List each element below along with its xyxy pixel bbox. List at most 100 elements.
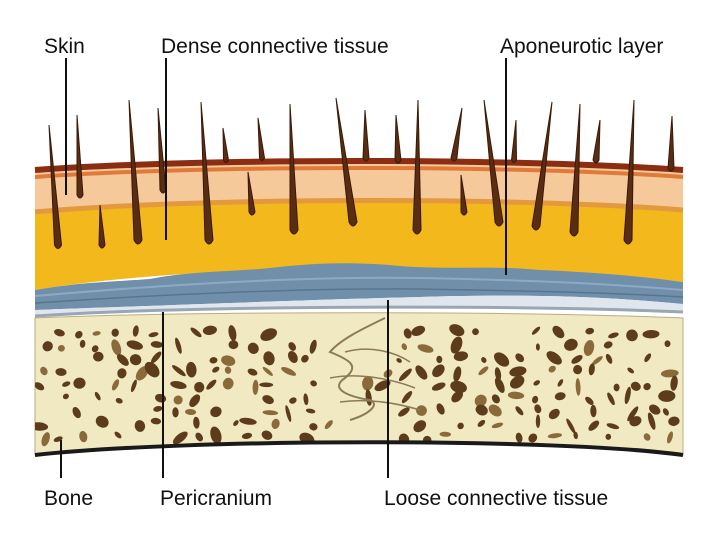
bone-pore xyxy=(94,391,101,401)
bone-pore xyxy=(114,431,122,439)
bone-pore xyxy=(548,365,556,373)
bone-pore xyxy=(626,329,638,342)
bone-pore xyxy=(79,339,86,348)
bone-pore xyxy=(642,329,660,339)
bone-pore xyxy=(93,351,104,362)
bone-pore xyxy=(309,423,318,431)
hair-shafts xyxy=(48,97,675,249)
bone-pore xyxy=(411,325,426,336)
bone-pore xyxy=(262,395,274,405)
bone-pore xyxy=(132,325,139,337)
bone-pore xyxy=(547,433,563,439)
bone-pore xyxy=(247,342,259,354)
hair-shaft xyxy=(592,119,601,164)
bone-pore xyxy=(608,332,619,339)
bone-pore xyxy=(607,392,615,406)
bone-pore xyxy=(431,382,446,391)
bone-pore xyxy=(588,420,600,431)
hair-shaft xyxy=(483,99,504,227)
bone-pore xyxy=(173,395,183,405)
bone-pore xyxy=(130,379,137,393)
bone-pore xyxy=(150,341,163,348)
aponeurotic-layer-band xyxy=(35,263,683,310)
bone-pore xyxy=(554,392,566,401)
bone-pore xyxy=(62,381,71,387)
bone-pore xyxy=(186,361,197,378)
bone-pore xyxy=(209,357,218,364)
bone-pore xyxy=(172,407,179,418)
bone-pore xyxy=(185,408,197,416)
bone-pore xyxy=(91,345,99,353)
bone-pore xyxy=(228,340,239,350)
bone-pore xyxy=(35,382,45,391)
bone-pore xyxy=(150,417,162,425)
bone-pore xyxy=(515,353,525,363)
bone-pore xyxy=(288,342,297,351)
bone-pore xyxy=(309,339,317,354)
bone-pore xyxy=(241,432,253,440)
bone-pore xyxy=(436,403,445,415)
bone-pore xyxy=(35,422,49,431)
bone-pore xyxy=(305,408,316,414)
bone-pore xyxy=(111,339,122,356)
bone-pore xyxy=(144,361,160,378)
bone-pore xyxy=(644,353,652,363)
bone-pore xyxy=(624,386,631,405)
bone-pore xyxy=(210,406,222,418)
bone-pore xyxy=(507,391,525,400)
bone-pore xyxy=(603,341,613,349)
bone-pore xyxy=(528,433,538,443)
hair-shaft xyxy=(450,107,463,162)
leader-lines xyxy=(60,58,507,478)
label-loose-connective-tissue: Loose connective tissue xyxy=(384,487,608,510)
hair-shaft xyxy=(394,114,402,164)
hair-shaft xyxy=(460,174,468,216)
hair-shaft xyxy=(623,99,635,245)
bone-pore xyxy=(41,432,50,447)
bone-pore xyxy=(116,354,129,366)
label-aponeurotic-layer: Aponeurotic layer xyxy=(500,35,663,58)
bone-pore xyxy=(212,366,220,373)
bone-pore xyxy=(301,354,309,363)
bone-pore xyxy=(453,366,462,382)
bone-pore xyxy=(247,368,258,376)
bone-pore xyxy=(222,377,234,390)
bone-pore xyxy=(627,367,635,374)
bone-pore xyxy=(396,358,402,363)
bone-pore xyxy=(362,375,374,391)
bone-pore xyxy=(54,329,65,337)
bone-pore xyxy=(585,327,595,335)
bone-pore xyxy=(534,404,542,414)
bone-pore xyxy=(606,423,620,430)
bone-pore xyxy=(494,377,505,393)
hair-shaft xyxy=(667,115,675,172)
bone-pore xyxy=(374,380,391,392)
bone-pore xyxy=(432,364,445,378)
bone-pore xyxy=(403,328,412,339)
bone-pore xyxy=(564,338,578,351)
bone-pore xyxy=(515,406,524,416)
bone-pore xyxy=(450,336,463,354)
bone-pore xyxy=(324,420,333,430)
epidermis-top xyxy=(34,158,684,173)
bone-pore xyxy=(552,325,565,339)
bone-layer xyxy=(34,312,684,457)
bone-pore xyxy=(453,351,469,362)
bone-pore xyxy=(488,404,502,417)
bone-pore xyxy=(548,408,560,420)
bone-pore xyxy=(475,404,488,416)
bone-pore xyxy=(261,430,273,440)
bone-pore xyxy=(571,354,583,364)
bone-pore xyxy=(153,405,163,412)
hair-shaft xyxy=(98,204,106,249)
bone-pore xyxy=(263,351,275,366)
bone-pore xyxy=(233,420,239,427)
bone-pore xyxy=(92,331,101,336)
hair-shaft xyxy=(247,171,256,216)
bone-pore xyxy=(259,382,274,388)
bone-pore xyxy=(271,418,280,430)
bone-pore xyxy=(605,433,612,440)
bone-pore xyxy=(474,394,487,407)
bone-pore xyxy=(151,351,162,364)
